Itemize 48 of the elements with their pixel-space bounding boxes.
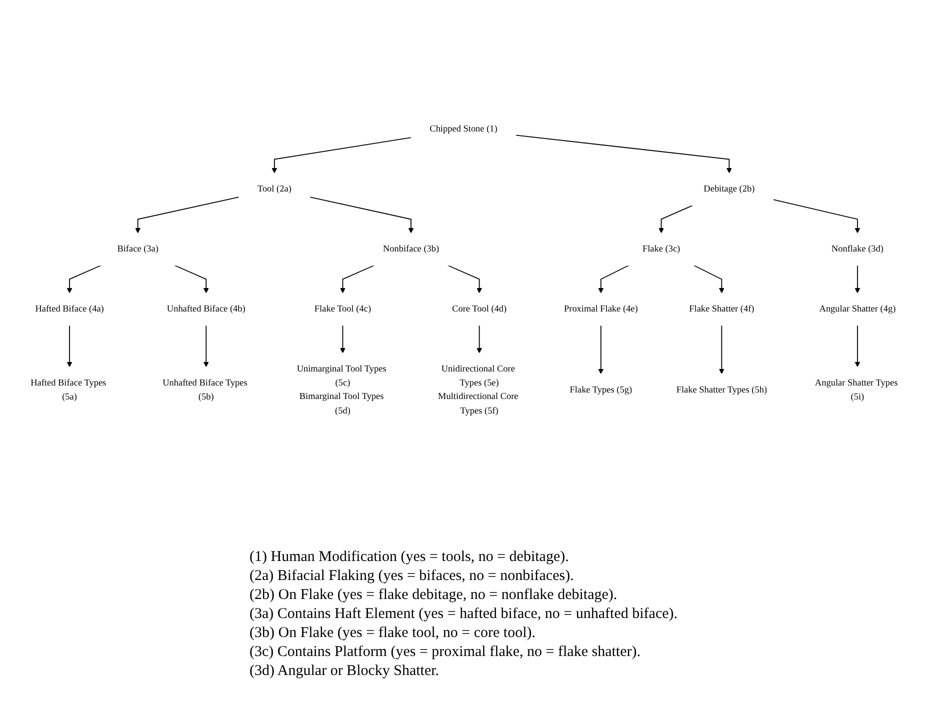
node-text: Flake Shatter (4f) (689, 304, 754, 314)
arrow (447, 264, 482, 294)
node-text: Nonflake (3d) (831, 244, 884, 254)
arrow (174, 264, 209, 294)
arrow (515, 134, 732, 174)
arrow (772, 199, 860, 234)
arrow (718, 324, 724, 374)
node-text: Flake (3c) (642, 244, 680, 254)
arrow (340, 264, 375, 294)
footnote: (3b) On Flake (yes = flake tool, no = core tool). (250, 624, 537, 643)
arrow (598, 264, 630, 294)
arrow (658, 204, 694, 234)
footnote: (2a) Bifacial Flaking (yes = bifaces, no = nonbifaces). (250, 567, 575, 586)
node-text: Unimarginal Tool Types (5c) Bimarginal Tool Types (5d) (296, 364, 386, 416)
arrow (309, 196, 414, 234)
arrow (66, 324, 72, 368)
node-text: Biface (3a) (117, 244, 158, 254)
arrow (135, 196, 240, 234)
node-text: Tool (2a) (257, 184, 292, 194)
arrow (66, 264, 102, 294)
arrow (598, 324, 604, 374)
node-text: Flake Tool (4c) (314, 304, 372, 314)
footnote: (2b) On Flake (yes = flake debitage, no = nonflake debitage). (250, 586, 618, 605)
footnote: (3d) Angular or Blocky Shatter. (250, 662, 440, 681)
node-text: Unidirectional Core Types (5e) Multidirectional Core Types (5f) (438, 364, 518, 416)
node-text: Flake Shatter Types (5h) (676, 384, 768, 395)
arrow (272, 137, 412, 174)
arrow (854, 324, 860, 368)
node-text: Hafted Biface (4a) (35, 304, 104, 314)
node-text: Core Tool (4d) (452, 304, 507, 314)
footnote: (1) Human Modification (yes = tools, no = debitage). (250, 548, 570, 567)
arrow (203, 324, 209, 368)
footnote: (3a) Contains Haft Element (yes = hafted biface, no = unhafted biface). (250, 605, 678, 624)
node-text: Hafted Biface Types (5a) (30, 378, 106, 402)
node-text: Flake Types (5g) (570, 384, 632, 395)
footnote: (3c) Contains Platform (yes = proximal flake, no = flake shatter). (250, 643, 642, 662)
node-text: Proximal Flake (4e) (564, 304, 638, 314)
node-text: Nonbiface (3b) (382, 244, 440, 254)
node-text: Angular Shatter (4g) (819, 304, 896, 314)
node-text: Debitage (2b) (704, 184, 755, 194)
arrow (476, 324, 482, 354)
node-text: Unhafted Biface (4b) (166, 304, 246, 314)
node-text: Chipped Stone (1) (430, 124, 498, 134)
arrow (693, 264, 724, 294)
arrow (854, 264, 860, 294)
node-text: Unhafted Biface Types (5b) (162, 378, 248, 402)
node-text: Angular Shatter Types (5i) (814, 378, 898, 402)
arrow (340, 324, 346, 354)
